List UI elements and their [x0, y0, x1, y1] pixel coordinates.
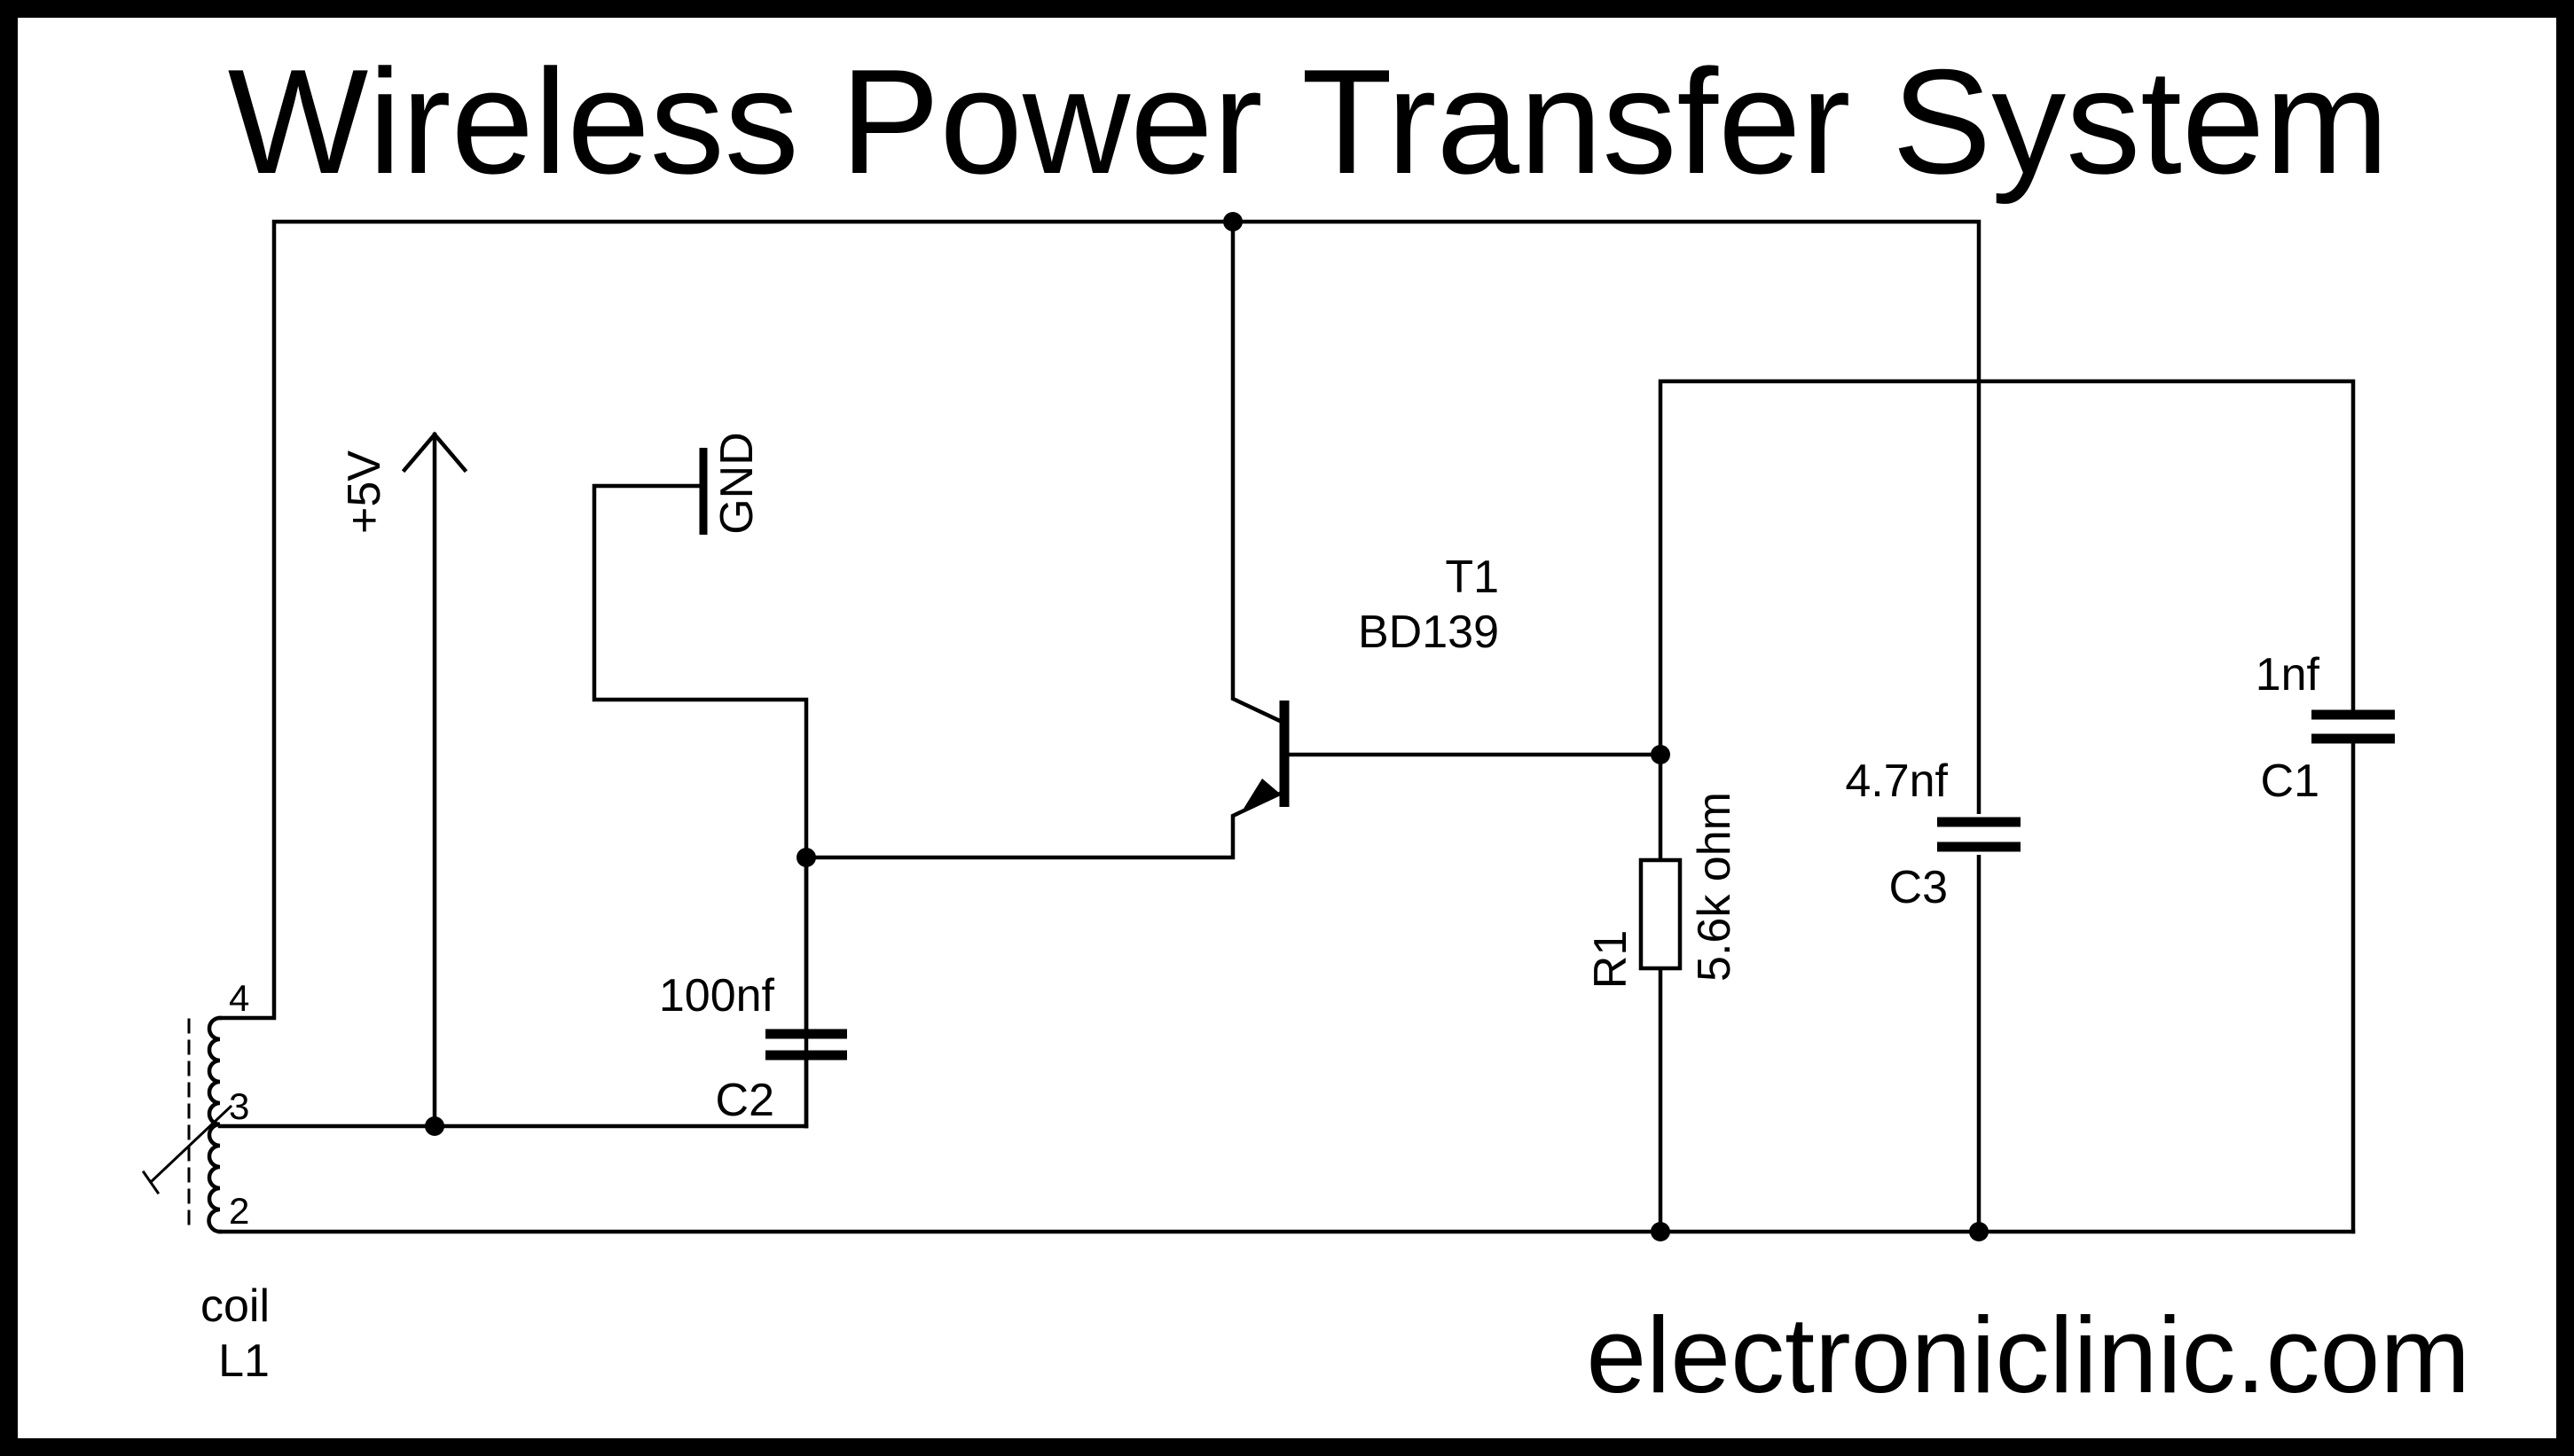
- coil-pin-3: 3: [229, 1085, 249, 1127]
- coil-l1: [141, 1015, 233, 1234]
- supply-label: +5V: [339, 450, 390, 534]
- diagram-title: Wireless Power Transfer System: [228, 38, 2390, 205]
- resistor-r1: [1638, 857, 1683, 971]
- capacitor-c3-value: 4.7nf: [1845, 755, 1948, 807]
- capacitor-c3-ref: C3: [1889, 862, 1948, 913]
- coil-pin-4: 4: [229, 977, 249, 1019]
- coil-label: coil: [200, 1280, 270, 1332]
- coil-pin-2: 2: [229, 1190, 249, 1232]
- capacitor-c2: [765, 1029, 847, 1061]
- supply-arrow: [401, 431, 468, 474]
- transistor-ref: T1: [1445, 552, 1499, 603]
- resistor-value: 5.6k ohm: [1689, 792, 1740, 982]
- coil-ref: L1: [218, 1335, 270, 1387]
- capacitor-c2-ref: C2: [716, 1075, 774, 1126]
- transistor-t1: [1244, 701, 1290, 809]
- capacitor-c1-value: 1nf: [2256, 649, 2320, 701]
- ground-label: GND: [711, 432, 763, 535]
- capacitor-c2-value: 100nf: [659, 970, 775, 1022]
- capacitor-c1: [2311, 709, 2395, 744]
- website-label: electroniclinic.com: [1586, 1295, 2470, 1415]
- junction-dots: [425, 212, 1989, 1241]
- capacitor-c1-ref: C1: [2261, 755, 2319, 807]
- wiring: [217, 219, 2356, 1234]
- resistor-ref: R1: [1585, 930, 1636, 989]
- capacitor-c3: [1937, 814, 2021, 855]
- transistor-part: BD139: [1358, 607, 1499, 658]
